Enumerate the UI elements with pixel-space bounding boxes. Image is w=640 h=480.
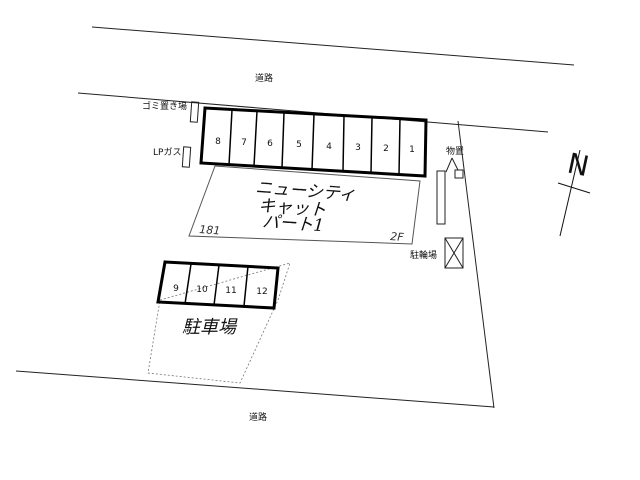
parking-area-outline [147,262,291,384]
parking-top-row [199,106,428,178]
north-label: N [565,147,592,184]
building-outline [188,165,421,245]
storage-arrow [445,157,459,173]
parking-space-label: 8 [215,137,221,147]
parking-space-label: 7 [241,138,247,148]
lp-gas-box [181,146,192,168]
top-road-line-1 [91,26,575,66]
bottom-road-label: 道路 [249,411,267,423]
parking-space-label: 4 [326,142,332,152]
floor-count: 2F [390,230,405,244]
car-parking-label: 駐車場 [182,317,238,338]
right-boundary-line [457,120,495,409]
garbage-label: ゴミ置き場 [142,100,187,112]
bicycle-parking-box [444,237,464,269]
lp-gas-label: LPガス [153,147,181,158]
parking-space-label: 2 [383,144,389,154]
bottom-road-line-1 [15,370,495,408]
storage-box-left [436,170,446,225]
parking-space-label: 6 [267,139,273,149]
bicycle-parking-label: 駐輪場 [410,249,437,261]
north-arrow-icon: N [557,147,592,237]
parking-space-label: 12 [256,287,267,297]
building-name-line3: パート1 [262,212,325,236]
garbage-box [189,101,200,123]
parking-space-label: 11 [225,286,236,296]
parking-space-label: 5 [296,140,302,150]
parking-space-label: 1 [409,145,415,155]
parking-space-label: 9 [173,284,179,294]
top-road-label: 道路 [255,72,273,84]
storage-box-right [454,169,464,179]
parking-space-label: 3 [355,143,361,153]
storage-label: 物置 [446,145,464,157]
parking-bottom-row [156,260,280,310]
building-name-line2: キャット [258,196,327,221]
lot-number: 181 [199,223,221,237]
parking-space-label: 10 [196,285,208,295]
